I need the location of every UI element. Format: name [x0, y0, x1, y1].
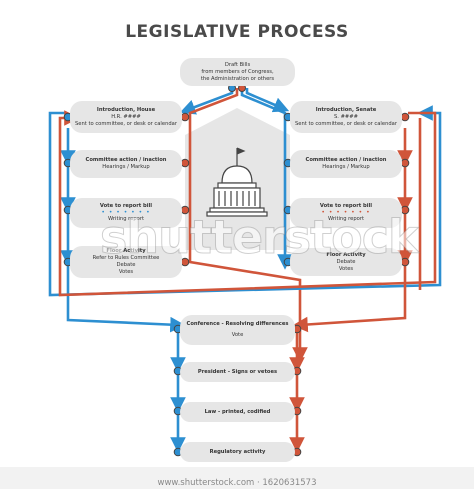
president-box: President - Signs or vetoes: [180, 362, 295, 382]
house-committee-detail: Hearings / Markup: [102, 164, 150, 170]
house-bill-number: H.R. ####: [111, 113, 141, 120]
red-through-arrow: [188, 88, 308, 363]
footer-bar: [0, 467, 474, 489]
house-vote-dots: • • • • • • •: [101, 209, 151, 216]
house-intro-detail: Sent to committee, or desk or calendar: [75, 120, 177, 127]
capitol-building-icon: [206, 147, 268, 217]
house-committee-title: Committee action / inaction: [85, 157, 167, 163]
senate-intro-detail: Sent to committee, or desk or calendar: [295, 120, 397, 127]
house-vote-detail: Writing report: [107, 216, 145, 222]
senate-intro-title: Introduction, Senate: [315, 106, 377, 113]
draft-line-3: the Administration or others: [200, 75, 275, 82]
senate-floor-box: Floor Activity Debate Votes: [290, 248, 402, 276]
house-vote-title: Vote to report bill: [99, 203, 153, 209]
house-introduction-box: Introduction, House H.R. #### Sent to co…: [70, 101, 182, 133]
regulatory-label: Regulatory activity: [209, 448, 266, 455]
footer-text: www.shutterstock.com · 1620631573: [157, 478, 317, 488]
house-floor-votes: Votes: [118, 269, 134, 275]
draft-line-1: Draft Bills: [224, 61, 251, 68]
house-intro-title: Introduction, House: [96, 106, 156, 113]
senate-vote-box: Vote to report bill • • • • • • • Writin…: [290, 198, 402, 228]
house-floor-title: Floor Activity: [106, 248, 146, 254]
senate-vote-title: Vote to report bill: [319, 203, 373, 209]
house-floor-debate: Debate: [116, 262, 136, 268]
house-outer-loop-blue: [48, 105, 442, 297]
house-vote-box: Vote to report bill • • • • • • • Writin…: [70, 198, 182, 228]
senate-introduction-box: Introduction, Senate S. #### Sent to com…: [290, 101, 402, 133]
regulatory-box: Regulatory activity: [180, 442, 295, 462]
senate-floor-title: Floor Activity: [326, 251, 366, 258]
law-box: Law - printed, codified: [180, 402, 295, 422]
senate-committee-detail: Hearings / Markup: [322, 164, 370, 170]
draft-line-2: from members of Congress,: [201, 68, 274, 75]
senate-vote-detail: Writing report: [327, 216, 365, 222]
senate-floor-debate: Debate: [336, 258, 356, 265]
diagram-title: LEGISLATIVE PROCESS: [125, 22, 349, 42]
draft-bills-box: Draft Bills from members of Congress, th…: [180, 58, 295, 86]
house-to-conference-arrow: [66, 265, 186, 333]
senate-committee-title: Committee action / inaction: [305, 157, 387, 163]
conference-vote: Vote: [231, 332, 244, 338]
house-committee-box: Committee action / inaction Hearings / M…: [70, 150, 182, 178]
draft-to-senate-arrow: [245, 88, 290, 113]
law-label: Law - printed, codified: [204, 408, 271, 415]
node-dots: [63, 84, 410, 457]
senate-vote-dots: • • • • • • •: [321, 209, 371, 216]
senate-bill-number: S. ####: [334, 113, 358, 120]
house-floor-rules: Refer to Rules Committee: [92, 255, 160, 261]
conference-title: Conference - Resolving differences: [186, 321, 289, 327]
senate-outer-loop-red: [58, 110, 437, 297]
conference-box: Conference - Resolving differences Vote: [180, 315, 295, 345]
senate-committee-box: Committee action / inaction Hearings / M…: [290, 150, 402, 178]
senate-floor-votes: Votes: [338, 265, 354, 272]
house-floor-box: Floor Activity Refer to Rules Committee …: [70, 246, 182, 278]
president-label: President - Signs or vetoes: [197, 368, 278, 375]
